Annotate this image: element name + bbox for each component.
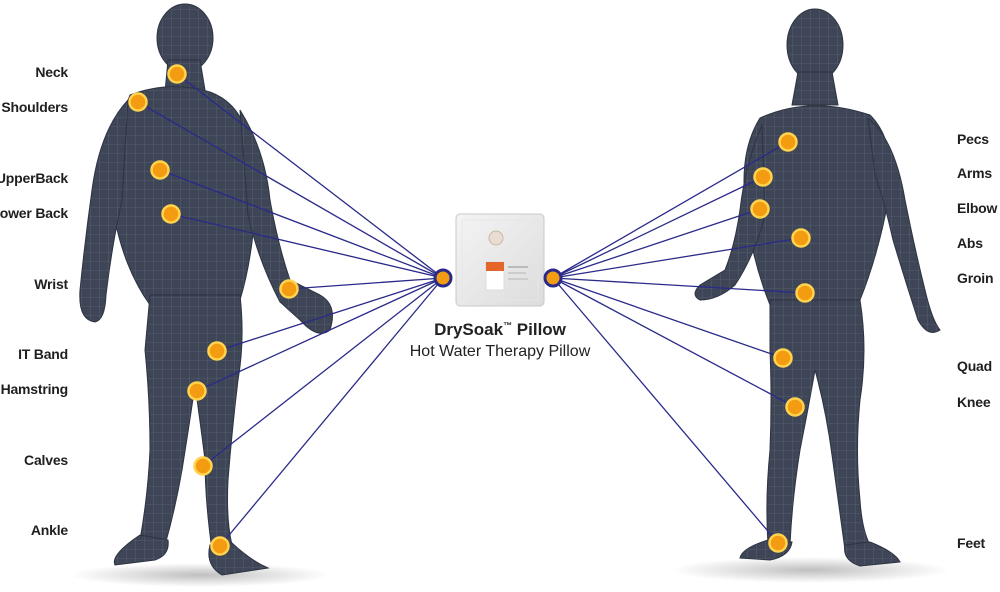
therapy-point-lower-back: [161, 204, 181, 224]
therapy-point-calves: [193, 456, 213, 476]
trademark-symbol: ™: [503, 320, 513, 331]
label-elbow: Elbow: [957, 200, 998, 216]
label-abs: Abs: [957, 235, 983, 251]
connector-line-knee: [552, 277, 796, 408]
connector-lines: [137, 73, 806, 547]
connector-line-wrist: [288, 277, 444, 290]
label-quad: Quad: [957, 358, 992, 374]
connector-line-shoulders: [137, 101, 444, 279]
product-name-suffix: Pillow: [512, 320, 566, 339]
therapy-point-abs: [791, 228, 811, 248]
connector-line-feet: [552, 277, 779, 544]
label-neck: Neck: [35, 64, 68, 80]
therapy-point-quad: [773, 348, 793, 368]
connector-line-pecs: [552, 141, 789, 279]
therapy-point-groin: [795, 283, 815, 303]
therapy-point-shoulders: [128, 92, 148, 112]
connector-line-groin: [552, 277, 806, 294]
therapy-point-knee: [785, 397, 805, 417]
product-name: DrySoak: [434, 320, 504, 339]
therapy-points: [128, 64, 815, 556]
therapy-point-wrist: [279, 279, 299, 299]
label-feet: Feet: [957, 535, 985, 551]
label-upperback: UpperBack: [0, 170, 68, 186]
label-shoulders: Shoulders: [1, 99, 68, 115]
therapy-point-pecs: [778, 132, 798, 152]
therapy-point-upperback: [150, 160, 170, 180]
connector-line-upperback: [159, 169, 444, 279]
label-hamstring: Hamstring: [0, 381, 69, 397]
left-hub-point: [433, 268, 453, 288]
label-knee: Knee: [957, 394, 991, 410]
label-wrist: Wrist: [34, 276, 68, 292]
therapy-point-neck: [167, 64, 187, 84]
label-it-band: IT Band: [18, 346, 68, 362]
therapy-point-feet: [768, 533, 788, 553]
therapy-point-ankle: [210, 536, 230, 556]
product-title: DrySoak™ Pillow: [395, 320, 605, 340]
connector-line-elbow: [552, 208, 761, 279]
drysoak-pillow-image: [455, 213, 545, 307]
back-figure-shadow: [70, 563, 330, 587]
connector-line-hamstring: [196, 277, 444, 392]
connector-line-calves: [202, 277, 444, 467]
label-ankle: Ankle: [30, 522, 68, 538]
label-groin: Groin: [957, 270, 994, 286]
connector-line-lower-back: [170, 213, 444, 279]
label-pecs: Pecs: [957, 131, 989, 147]
right-hub-point: [543, 268, 563, 288]
therapy-point-it-band: [207, 341, 227, 361]
therapy-point-elbow: [750, 199, 770, 219]
front-view-figure: [694, 8, 941, 567]
connector-line-it-band: [216, 277, 444, 352]
label-lower-back: Lower Back: [0, 205, 68, 221]
connector-line-ankle: [219, 277, 444, 547]
connector-line-neck: [176, 73, 444, 279]
connector-line-quad: [552, 277, 784, 359]
label-calves: Calves: [24, 452, 68, 468]
therapy-point-arms: [753, 167, 773, 187]
therapy-point-hamstring: [187, 381, 207, 401]
product-subtitle: Hot Water Therapy Pillow: [409, 343, 591, 360]
label-arms: Arms: [957, 165, 992, 181]
connector-line-arms: [552, 176, 764, 279]
front-figure-shadow: [670, 557, 950, 583]
connector-line-abs: [552, 237, 802, 279]
